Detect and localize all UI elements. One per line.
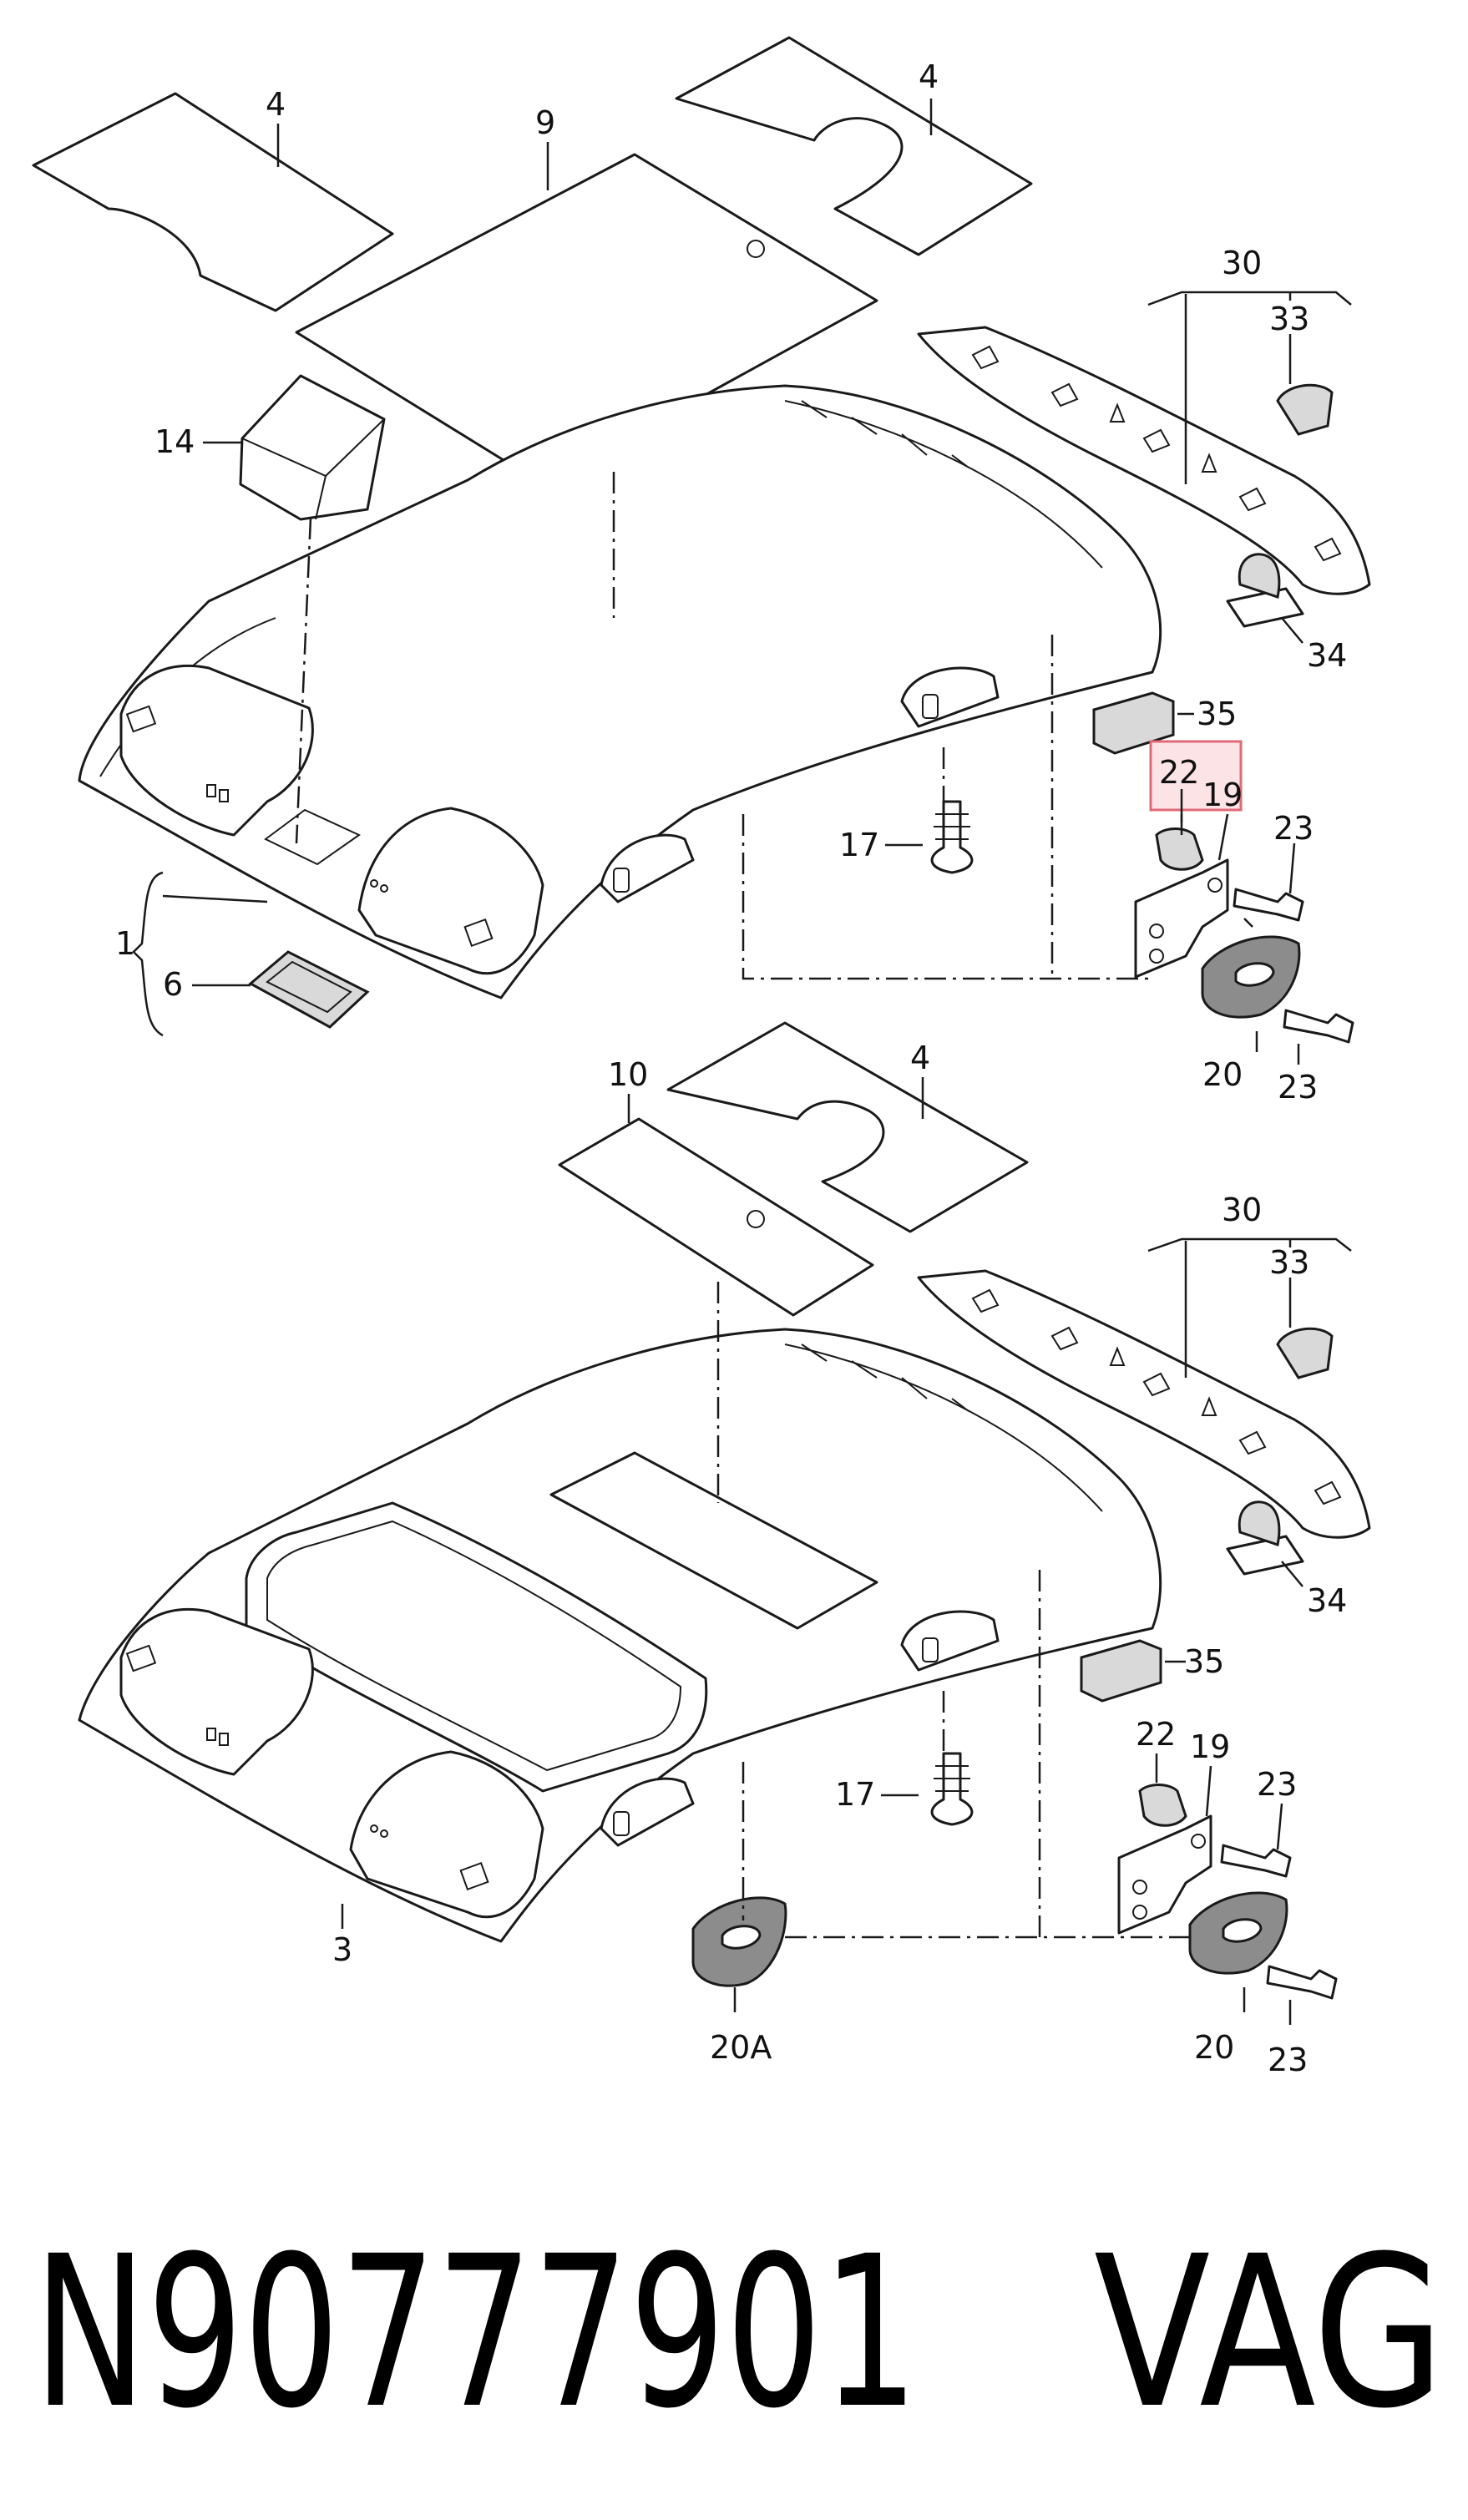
label-23-top-b: 23 (1278, 1069, 1318, 1106)
label-6: 6 (163, 966, 183, 1003)
label-34-top: 34 (1307, 637, 1347, 674)
sunroof-frame (245, 1501, 708, 1793)
label-35-top: 35 (1197, 696, 1237, 732)
label-4-bottom: 4 (910, 1040, 930, 1076)
clip-33-top (1276, 383, 1334, 436)
label-4-right: 4 (919, 58, 939, 95)
foam-block-14 (239, 374, 386, 521)
label-20A: 20A (710, 2029, 772, 2066)
clip-17-bottom (930, 1752, 974, 1826)
label-33-top: 33 (1269, 301, 1309, 337)
label-22-bottom: 22 (1136, 1716, 1176, 1753)
bracket-19-top (1134, 858, 1229, 979)
label-19-top: 19 (1202, 777, 1243, 813)
bracket-19-bottom (1117, 1814, 1212, 1935)
label-14: 14 (154, 423, 195, 460)
clip-33-bottom (1276, 1327, 1334, 1379)
pad-4-right (675, 36, 1033, 256)
highlight-box-22 (1149, 740, 1243, 812)
label-17-top: 17 (839, 827, 879, 863)
label-9: 9 (535, 104, 555, 141)
label-20-top: 20 (1202, 1056, 1243, 1093)
label-22-top: 22 (1159, 754, 1199, 791)
label-19-bottom: 19 (1190, 1728, 1230, 1765)
block-35-bottom (1080, 1639, 1162, 1703)
label-33-bottom: 33 (1269, 1244, 1309, 1281)
brand-name: VAG (1094, 2211, 1445, 2454)
label-3: 3 (332, 1931, 352, 1968)
label-23-top-a: 23 (1273, 810, 1314, 847)
part-number: N90777901 (33, 2211, 919, 2454)
label-10: 10 (608, 1056, 648, 1093)
pad-4-left (32, 92, 394, 312)
label-30-top: 30 (1222, 245, 1262, 281)
label-20-bottom: 20 (1194, 2029, 1234, 2066)
screw-23-bottom-b (1266, 1965, 1338, 2000)
screw-23-top-b (1283, 1009, 1354, 1044)
block-35-top (1092, 691, 1175, 755)
clip-34-bottom (1226, 1535, 1304, 1576)
clip-17-top (930, 800, 974, 874)
insert-22-bottom (1138, 1784, 1187, 1827)
screw-23-top-a (1233, 888, 1304, 922)
light-6 (248, 950, 370, 1029)
headliner-1 (78, 384, 1162, 999)
label-30-bottom: 30 (1222, 1192, 1262, 1228)
label-23-bottom-a: 23 (1257, 1766, 1297, 1803)
trim-strip-30-bottom (917, 1269, 1371, 1539)
visor-pocket-right (357, 807, 544, 975)
label-23-bottom-b: 23 (1268, 2042, 1308, 2078)
trim-strip-30-top (917, 326, 1371, 595)
insert-22-top (1155, 827, 1204, 871)
label-4-left: 4 (266, 86, 286, 123)
pad-10 (558, 1117, 874, 1317)
label-1: 1 (115, 925, 135, 962)
pad-9 (295, 153, 878, 486)
label-17-bottom: 17 (835, 1776, 875, 1813)
label-35-bottom: 35 (1184, 1643, 1224, 1680)
label-34-bottom: 34 (1307, 1582, 1347, 1619)
screw-23-bottom-a (1220, 1844, 1292, 1878)
clip-34-top (1226, 587, 1304, 628)
visor-pocket-left (119, 664, 314, 837)
pad-4-bottom (666, 1021, 1029, 1233)
